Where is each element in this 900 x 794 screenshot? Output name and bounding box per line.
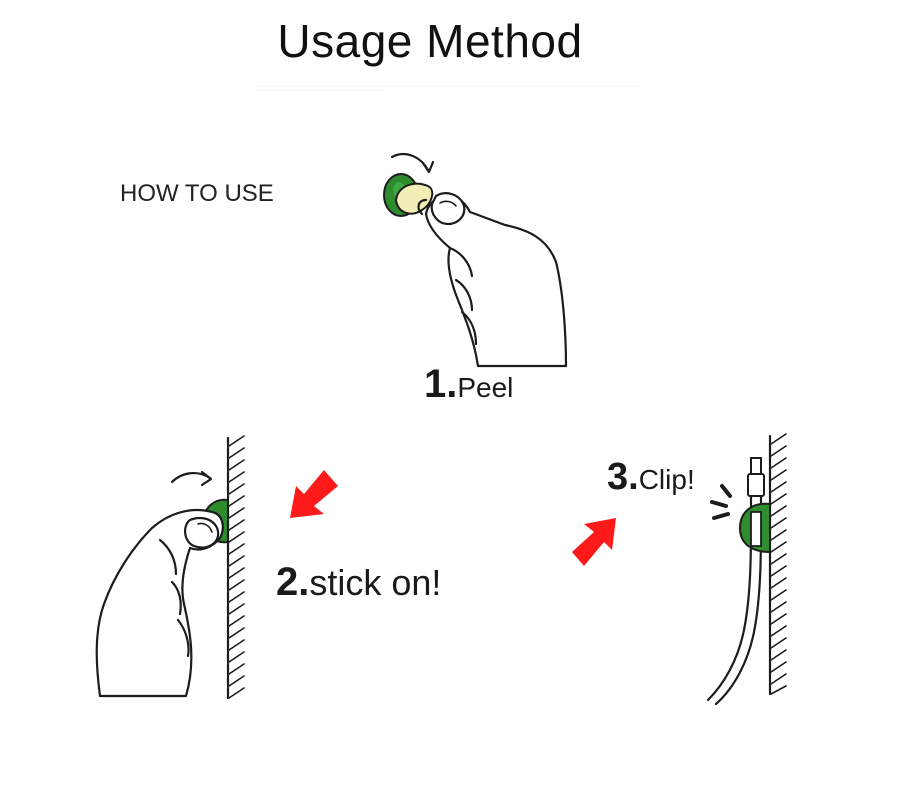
- page-title: Usage Method: [277, 15, 583, 67]
- red-arrow-up-right-icon: [572, 518, 616, 566]
- step-2-text: stick on!: [309, 562, 442, 603]
- how-to-use-heading: HOW TO USE: [120, 180, 274, 207]
- fine-print-decoration: ~~~~~~~~~~~~~~~~~~~~~~~~~~~~~~~~~~~~~~~~…: [255, 84, 639, 92]
- hand-peeling-clip-icon: [383, 153, 568, 368]
- wall-step2: [226, 435, 245, 700]
- step-2-number: 2.: [276, 560, 310, 604]
- step-3-label: 3.Clip!: [607, 456, 695, 499]
- step-3-number: 3.: [607, 456, 639, 498]
- step-1-text: Peel: [457, 372, 514, 403]
- hand-sticking-clip-icon: [95, 470, 229, 698]
- wall-step3: [768, 433, 787, 696]
- red-arrow-down-left-icon: [290, 470, 338, 518]
- step-1-label: 1.Peel: [424, 362, 513, 407]
- cable-in-clip-icon: [706, 457, 771, 706]
- step-1-number: 1.: [424, 362, 458, 406]
- step-3-text: Clip!: [638, 464, 695, 495]
- step-2-label: 2.stick on!: [276, 560, 441, 605]
